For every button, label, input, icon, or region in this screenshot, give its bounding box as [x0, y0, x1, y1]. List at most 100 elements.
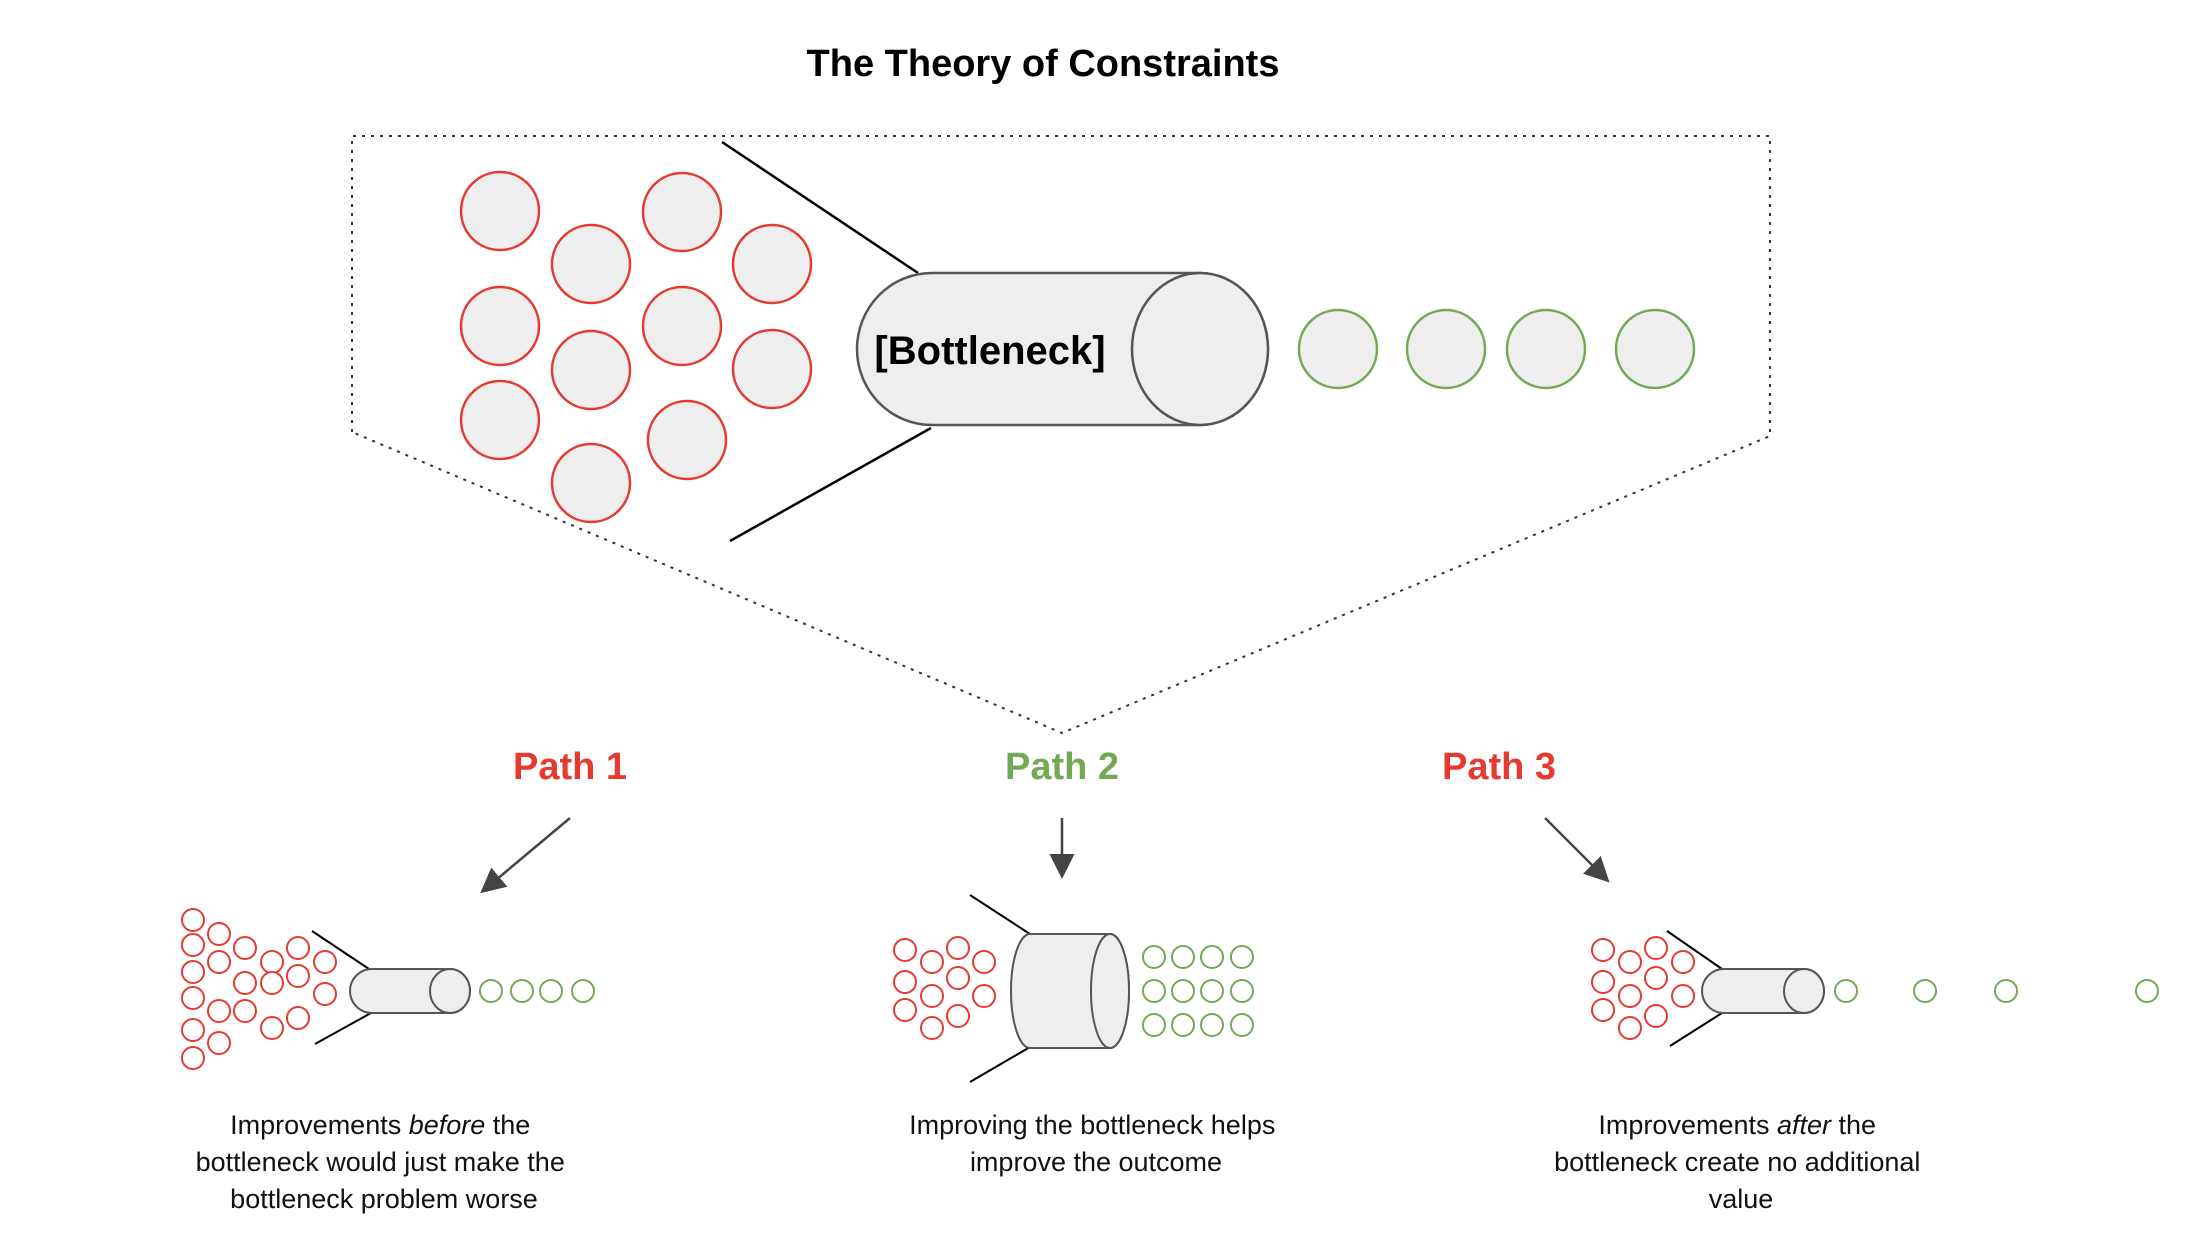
- output-circle: [1405, 308, 1487, 390]
- path-1-output-circles: [479, 979, 595, 1003]
- input-circle: [1644, 1004, 1668, 1028]
- path-1-caption: Improvements before the bottleneck would…: [196, 1110, 573, 1214]
- input-circle: [1644, 966, 1668, 990]
- output-circle: [1505, 308, 1587, 390]
- output-circle: [1171, 979, 1195, 1003]
- input-circle: [1618, 950, 1642, 974]
- path-2-caption: Improving the bottleneck helps improve t…: [909, 1110, 1283, 1177]
- input-circle: [1591, 998, 1615, 1022]
- input-circle: [893, 998, 917, 1022]
- output-circle: [2135, 979, 2159, 1003]
- caption-emphasis: before: [409, 1110, 486, 1140]
- path-2-funnel-line-bottom: [969, 1046, 1031, 1083]
- main-input-circles: [459, 170, 813, 524]
- input-circle: [260, 1016, 284, 1040]
- output-circle: [1834, 979, 1858, 1003]
- path-3-caption-line-2: bottleneck create no additional: [1554, 1147, 1920, 1177]
- input-circle: [233, 971, 257, 995]
- input-circle: [260, 971, 284, 995]
- input-circle: [207, 1031, 231, 1055]
- main-output-circles: [1297, 308, 1696, 390]
- output-circle: [1200, 945, 1224, 969]
- output-circle: [1200, 979, 1224, 1003]
- input-circle: [641, 171, 723, 253]
- output-circle: [1142, 945, 1166, 969]
- output-circle: [539, 979, 563, 1003]
- caption-segment: the: [1831, 1110, 1876, 1140]
- path-2-cylinder: [1010, 933, 1130, 1049]
- path-3-funnel-line-bottom: [1669, 1012, 1723, 1047]
- main-funnel-line-top: [721, 140, 919, 275]
- output-circle: [1230, 1013, 1254, 1037]
- output-circle: [1230, 979, 1254, 1003]
- path-1-cylinder: [349, 968, 471, 1014]
- input-circle: [920, 1016, 944, 1040]
- input-circle: [946, 1004, 970, 1028]
- input-circle: [641, 285, 723, 367]
- input-circle: [1671, 984, 1695, 1008]
- input-circle: [1671, 950, 1695, 974]
- path-3-input-circles: [1591, 936, 1695, 1040]
- path-3-output-circles: [1834, 979, 2159, 1003]
- input-circle: [972, 984, 996, 1008]
- input-circle: [286, 964, 310, 988]
- diagram-title: The Theory of Constraints: [807, 43, 1280, 85]
- input-circle: [233, 999, 257, 1023]
- path-1-caption-line-2: bottleneck would just make the: [196, 1147, 565, 1177]
- output-circle: [1297, 308, 1379, 390]
- path-3-label: Path 3: [1442, 746, 1556, 788]
- output-circle: [1171, 1013, 1195, 1037]
- output-circle: [479, 979, 503, 1003]
- path-2-funnel-line-top: [969, 894, 1031, 935]
- caption-emphasis: after: [1777, 1110, 1832, 1140]
- path-2-caption-line-1: Improving the bottleneck helps: [909, 1110, 1275, 1140]
- path-3-cylinder: [1701, 968, 1825, 1014]
- main-funnel-line-bottom: [729, 426, 932, 543]
- input-circle: [920, 984, 944, 1008]
- input-circle: [459, 170, 541, 252]
- input-circle: [286, 936, 310, 960]
- input-circle: [946, 936, 970, 960]
- output-circle: [571, 979, 595, 1003]
- path-1-label: Path 1: [513, 746, 627, 788]
- input-circle: [1591, 970, 1615, 994]
- input-circle: [181, 960, 205, 984]
- path-3-caption-line-3: value: [1709, 1184, 1774, 1214]
- output-circle: [1913, 979, 1937, 1003]
- main-bottleneck-group: [Bottleneck]: [459, 140, 1696, 543]
- input-circle: [1618, 1016, 1642, 1040]
- path-3-diagram: [1591, 930, 2159, 1047]
- path-1-funnel-line-top: [311, 930, 370, 970]
- input-circle: [233, 936, 257, 960]
- output-circle: [1994, 979, 2018, 1003]
- input-circle: [207, 950, 231, 974]
- path-3-caption: Improvements after the bottleneck create…: [1554, 1110, 1928, 1214]
- output-circle: [1142, 1013, 1166, 1037]
- output-circle: [1200, 1013, 1224, 1037]
- input-circle: [260, 950, 284, 974]
- input-circle: [731, 223, 813, 305]
- bottleneck-cylinder: [855, 271, 1270, 427]
- output-circle: [510, 979, 534, 1003]
- output-circle: [1142, 979, 1166, 1003]
- path-1-caption-line-1: Improvements before the: [230, 1110, 530, 1140]
- input-circle: [1618, 984, 1642, 1008]
- input-circle: [550, 223, 632, 305]
- input-circle: [181, 908, 205, 932]
- input-circle: [550, 442, 632, 524]
- output-circle: [1171, 945, 1195, 969]
- path-1-input-circles: [181, 908, 337, 1070]
- input-circle: [207, 999, 231, 1023]
- input-circle: [459, 285, 541, 367]
- input-circle: [550, 329, 632, 411]
- path-3-arrow: [1544, 817, 1610, 883]
- input-circle: [181, 986, 205, 1010]
- input-circle: [893, 970, 917, 994]
- input-circle: [731, 328, 813, 410]
- path-1-diagram: [181, 908, 595, 1070]
- input-circle: [972, 950, 996, 974]
- path-3-caption-line-1: Improvements after the: [1598, 1110, 1876, 1140]
- input-circle: [459, 379, 541, 461]
- input-circle: [207, 922, 231, 946]
- input-circle: [313, 950, 337, 974]
